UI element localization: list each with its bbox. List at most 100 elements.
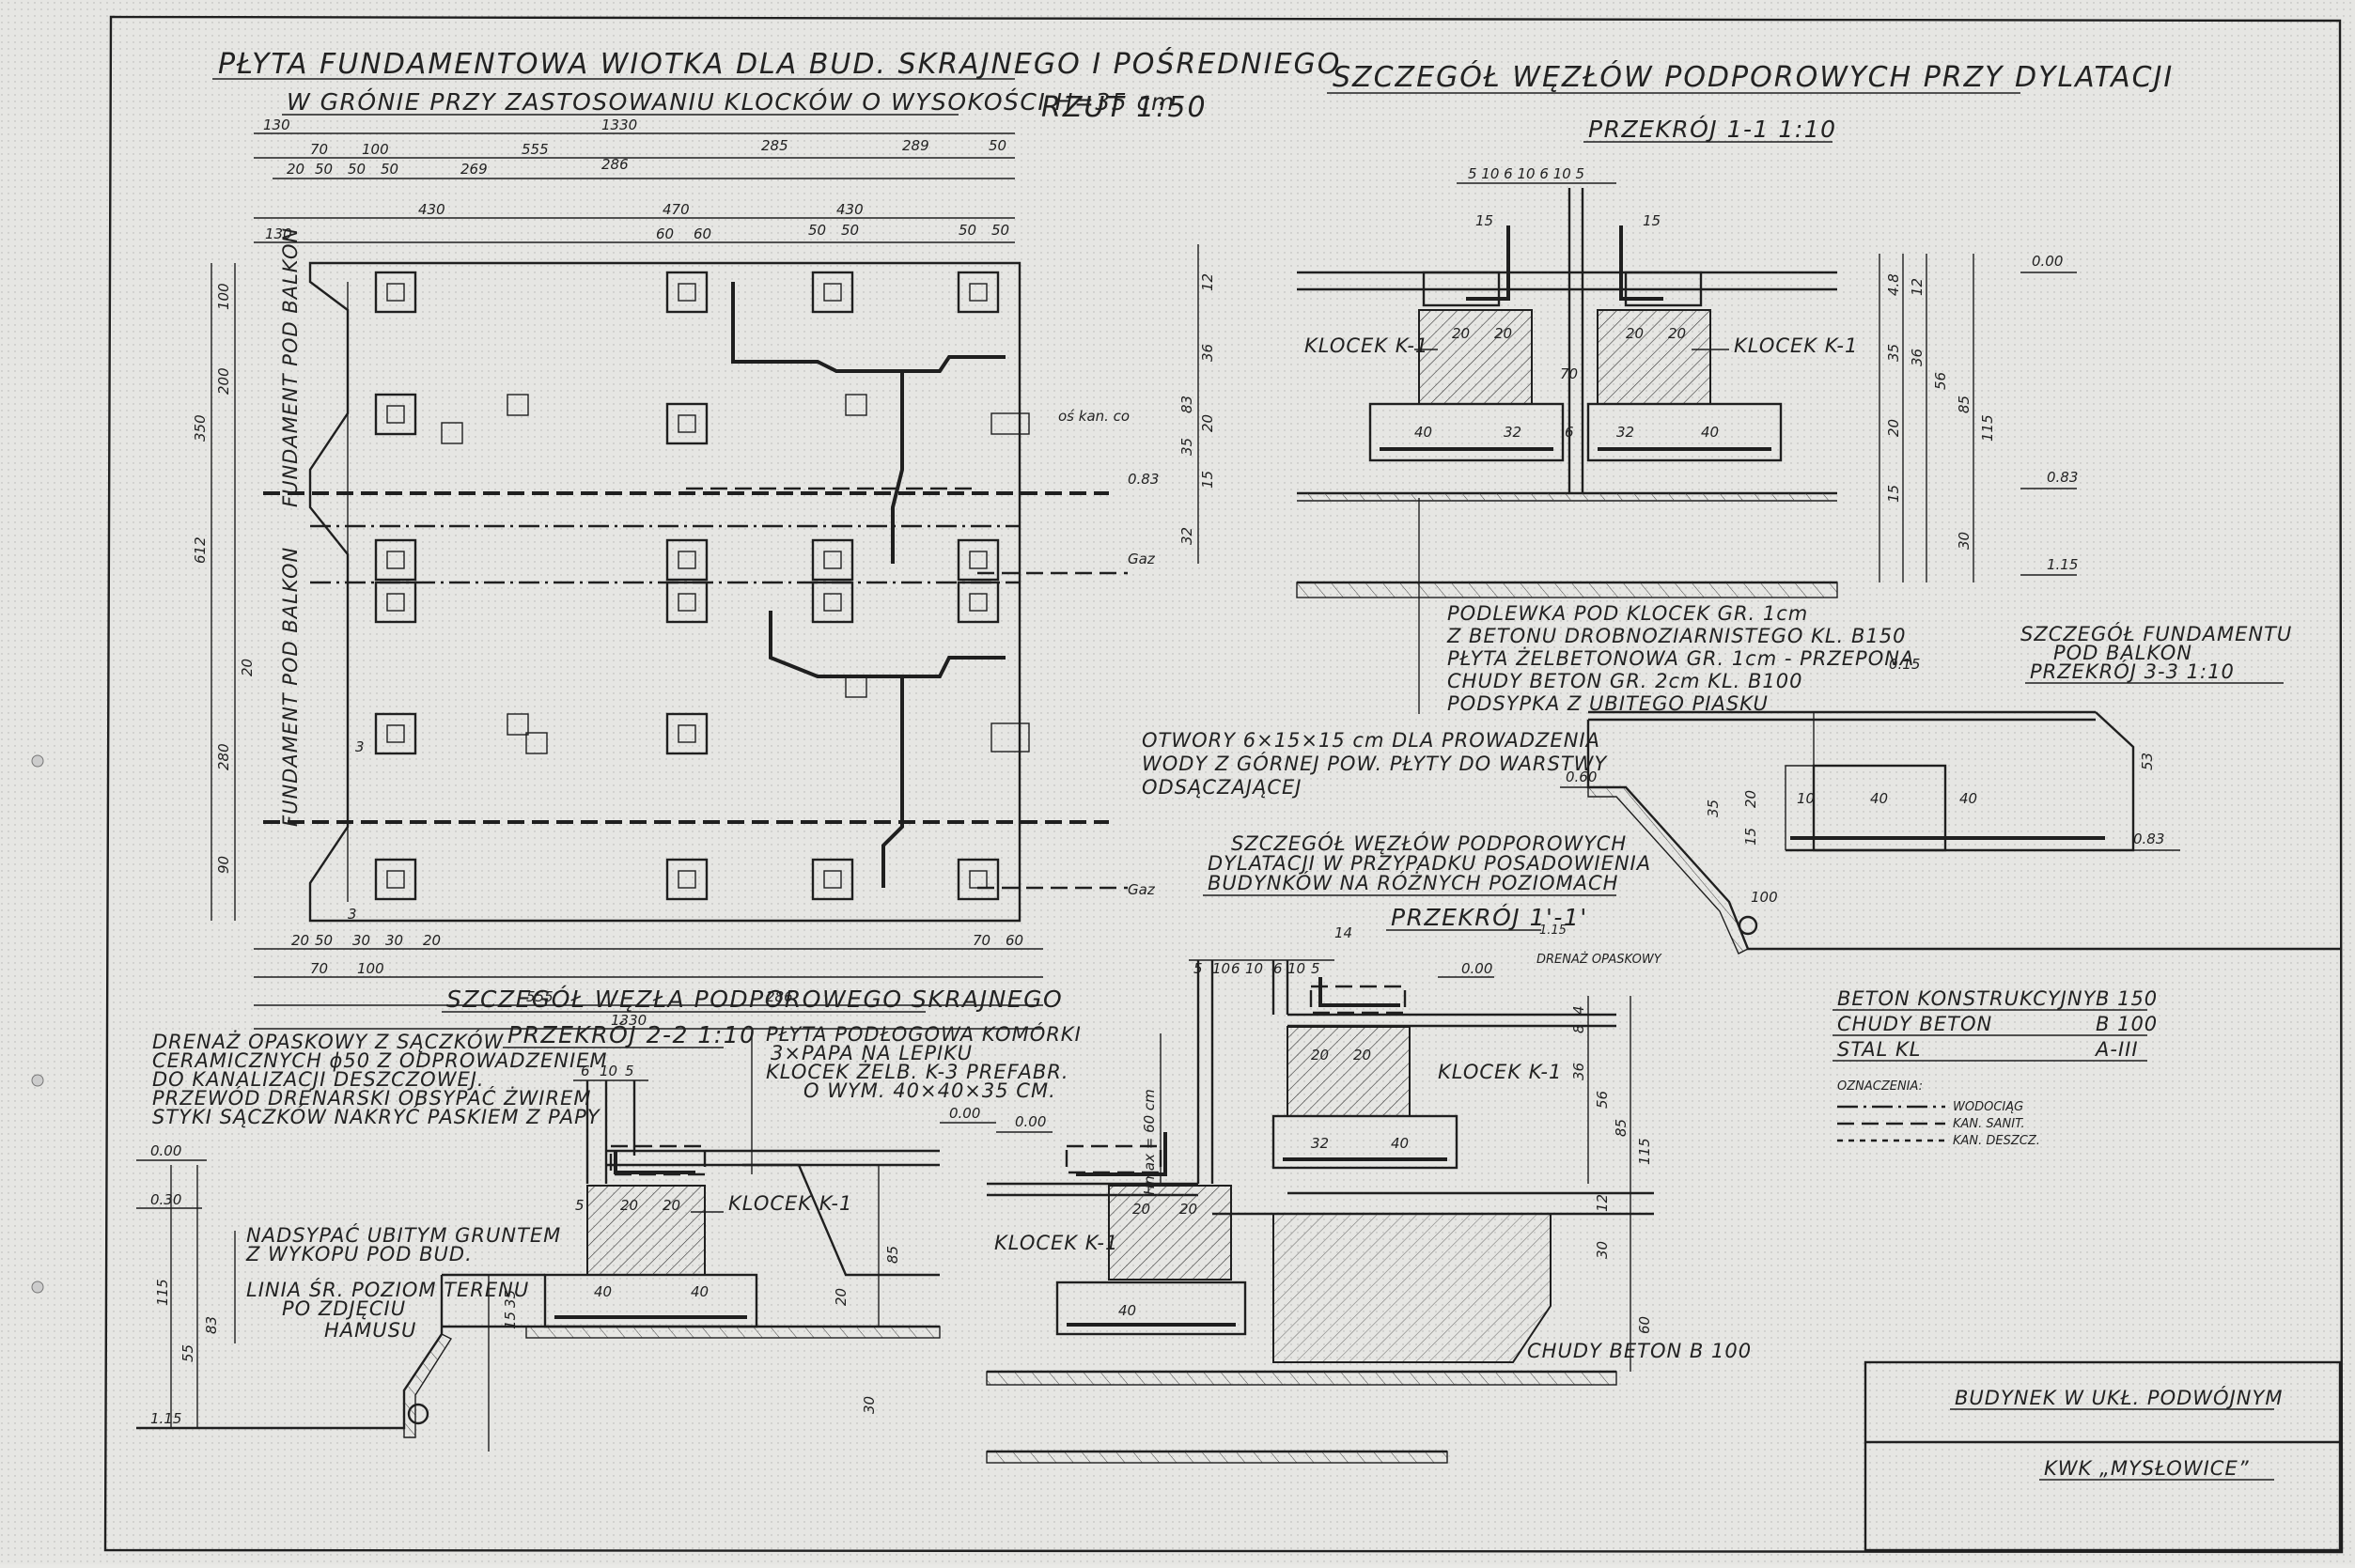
plan-title-line2: W GRÓNIE PRZY ZASTOSOWANIU KLOCKÓW O WYS… (287, 87, 1176, 116)
vdim: 36 (1909, 349, 1926, 366)
legend-line: CHUDY BETON GR. 2cm KL. B100 (1447, 670, 1802, 692)
dim-bottom: 30 (352, 932, 370, 949)
right-level: 0.83 (1128, 471, 1159, 488)
detail-skrajny: SZCZEGÓŁ WĘZŁA PODPOROWEGO SKRAJNEGO PRZ… (136, 985, 1081, 1452)
vdim: 85 (1613, 1119, 1630, 1137)
balkon-dim: 100 (1751, 889, 1778, 906)
dim-top-430b: 430 (836, 201, 864, 218)
dim-top-1330: 1330 (601, 116, 637, 133)
dim-0.60: 0.60 (1566, 768, 1597, 785)
vdim: 56 (1594, 1091, 1611, 1109)
left-dim: 200 (215, 367, 232, 395)
section-mark-3: 3 (355, 738, 365, 755)
skrajny-vdim: 20 (833, 1288, 850, 1306)
roznych-section: PRZEKRÓJ 1'-1' (1391, 903, 1588, 931)
dylatacja-section: PRZEKRÓJ 1-1 1:10 (1588, 115, 1837, 143)
lower-dim: 20 (1132, 1201, 1150, 1218)
dim-bottom: 70 (310, 960, 328, 977)
balkon-dim: 40 (1959, 790, 1977, 807)
nadsypac-note: NADSYPAĆ UBITYM GRUNTEM (246, 1223, 561, 1247)
dim-0.15: 0.15 (1889, 656, 1920, 673)
skrajny-vdim: 85 (884, 1246, 901, 1264)
linia-note: LINIA ŚR. POZIOM TERENU (246, 1278, 529, 1301)
balkon-dim: 35 (1705, 800, 1722, 817)
level-0.00: 0.00 (1015, 1113, 1046, 1130)
dim-bottom: 40 (1414, 424, 1432, 441)
roznych-top-dim: 10 (1212, 960, 1230, 977)
material-label: CHUDY BETON (1837, 1013, 1992, 1035)
left-dim: 350 (192, 414, 209, 442)
detail-roznych-poziomach: SZCZEGÓŁ WĘZŁÓW PODPOROWYCH DYLATACJI W … (986, 831, 1752, 1464)
chudy-beton: CHUDY BETON B 100 (1527, 1340, 1752, 1362)
dim-bottom: 32 (1616, 424, 1634, 441)
vdim: 115 (1979, 414, 1996, 442)
dim-20: 20 (1494, 325, 1512, 342)
balkon-dim: 53 (2139, 753, 2156, 770)
drain-grate (990, 722, 1030, 753)
roznych-title: BUDYNKÓW NA RÓŻNYCH POZIOMACH (1208, 871, 1618, 894)
skrajny-top-dim: 10 (600, 1063, 617, 1079)
oznaczenie: KAN. SANIT. (1953, 1117, 2025, 1131)
dylatacja-top-dims: 5 10 6 10 6 10 5 (1468, 165, 1584, 182)
vdim: 12 (1594, 1194, 1611, 1212)
dim-top-285: 285 (761, 137, 788, 154)
plan-view: PŁYTA FUNDAMENTOWA WIOTKA DLA BUD. SKRAJ… (192, 46, 1341, 1030)
plan-title-line1: PŁYTA FUNDAMENTOWA WIOTKA DLA BUD. SKRAJ… (218, 46, 1341, 81)
legend-line: PŁYTA ŻELBETONOWA GR. 1cm - PRZEPONA (1447, 646, 1914, 670)
linia-note: PO ZDJĘCIU (282, 1297, 406, 1320)
title-block-line1: BUDYNEK W UKŁ. PODWÓJNYM (1955, 1386, 2283, 1409)
level-0.00: 0.00 (1461, 960, 1492, 977)
skrajny-top-dim: 6 (581, 1063, 590, 1079)
right-dim: 36 (1199, 344, 1216, 362)
dim-bottom: 20 (291, 932, 309, 949)
dim-70: 70 (1560, 365, 1578, 382)
dim-top-555: 555 (522, 141, 549, 158)
vdim: 115 (1636, 1138, 1653, 1165)
otwory-note: OTWORY 6×15×15 cm DLA PROWADZENIA (1142, 729, 1600, 752)
oznaczenia-title: OZNACZENIA: (1837, 1079, 1923, 1094)
level-1.15: 1.15 (1539, 924, 1567, 938)
skrajny-level-1.15: 1.15 (150, 1410, 181, 1427)
punch-hole (31, 1281, 44, 1294)
nadsypac-note: Z WYKOPU POD BUD. (245, 1243, 473, 1265)
klocek-upper: KLOCEK K-1 (1438, 1061, 1562, 1083)
dim-15: 15 (1475, 212, 1493, 229)
skrajny-vdim: 35 (502, 1290, 519, 1308)
skrajny-dim: 40 (594, 1283, 612, 1300)
detail-balkon: SZCZEGÓŁ FUNDAMENTU POD BALKON PRZEKRÓJ … (1560, 622, 2340, 955)
roznych-top-dim: 5 (1311, 960, 1320, 977)
punch-hole (31, 1074, 44, 1087)
dim-top-286: 286 (601, 156, 629, 173)
dim-top-100: 100 (362, 141, 389, 158)
dim-top-50a: 50 (315, 161, 333, 178)
dim-bottom: 286 (766, 988, 793, 1005)
dim-top-130b: 130 (265, 225, 292, 242)
dim-top-70: 70 (310, 141, 328, 158)
skrajny-vdim: 83 (203, 1316, 220, 1334)
skrajny-level-0.30: 0.30 (150, 1191, 181, 1208)
dim-20: 20 (1452, 325, 1470, 342)
dim-0.83: 0.83 (2133, 831, 2164, 847)
skrajny-vdim: 115 (154, 1279, 171, 1306)
linia-note: HAMUSU (324, 1319, 416, 1342)
drenaz-note: DO KANALIZACJI DESZCZOWEJ. (152, 1068, 485, 1091)
skrajny-vdim: 30 (861, 1396, 878, 1414)
dim-top-430a: 430 (418, 201, 445, 218)
roznych-top-dim: 6 (1273, 960, 1283, 977)
roznych-top-dim: 14 (1334, 924, 1352, 941)
drenaz-note: DRENAŻ OPASKOWY Z SĄCZKÓW (152, 1030, 505, 1053)
material-label: STAL KL (1837, 1038, 1921, 1061)
drenaz-label: DRENAŻ OPASKOWY (1536, 952, 1662, 967)
pipe-lower (881, 676, 904, 888)
roznych-title: SZCZEGÓŁ WĘZŁÓW PODPOROWYCH (1231, 831, 1627, 855)
material-value: A-III (2094, 1038, 2139, 1061)
vdim: 36 (1570, 1063, 1587, 1080)
sheet-border (103, 15, 2344, 1554)
balkon-dim: 40 (1870, 790, 1888, 807)
legend-line: PODLEWKA POD KLOCEK GR. 1cm (1447, 602, 1808, 625)
roznych-top-dim: 10 (1287, 960, 1305, 977)
material-value: B 100 (2096, 1013, 2158, 1035)
dim-top-50c: 50 (381, 161, 398, 178)
